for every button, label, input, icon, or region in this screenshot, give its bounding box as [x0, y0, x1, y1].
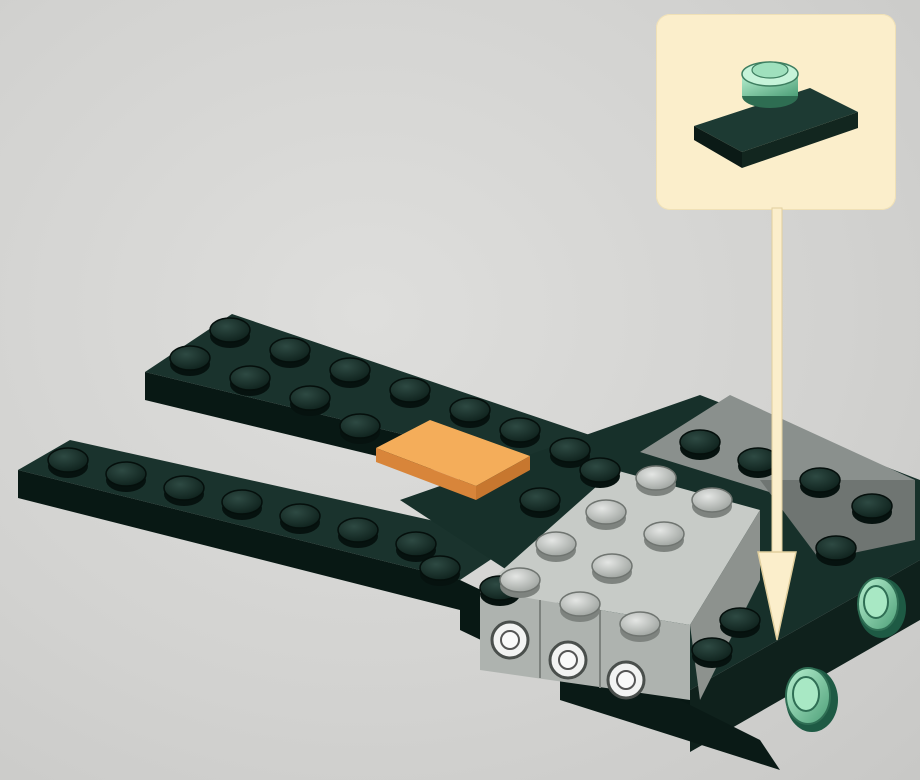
mint-side-stud — [858, 578, 906, 638]
light-stud — [620, 612, 660, 642]
dark-stud — [500, 418, 540, 448]
dark-stud — [680, 430, 720, 460]
dark-stud — [580, 458, 620, 488]
technic-hole — [608, 662, 644, 698]
dark-stud — [720, 608, 760, 638]
dark-stud — [450, 398, 490, 428]
dark-stud — [340, 414, 380, 444]
mint-side-stud — [786, 668, 838, 732]
light-stud — [536, 532, 576, 562]
dark-stud — [420, 556, 460, 586]
dark-stud — [390, 378, 430, 408]
dark-stud — [270, 338, 310, 368]
dark-stud — [210, 318, 250, 348]
dark-stud — [48, 448, 88, 478]
light-stud — [692, 488, 732, 518]
dark-stud — [290, 386, 330, 416]
dark-stud — [800, 468, 840, 498]
technic-hole — [550, 642, 586, 678]
dark-stud — [330, 358, 370, 388]
light-stud — [560, 592, 600, 622]
technic-hole — [492, 622, 528, 658]
dark-stud — [852, 494, 892, 524]
light-stud — [500, 568, 540, 598]
dark-stud — [816, 536, 856, 566]
dark-stud — [280, 504, 320, 534]
dark-stud — [164, 476, 204, 506]
light-stud — [644, 522, 684, 552]
callout-part-plate — [694, 62, 858, 168]
dark-stud — [230, 366, 270, 396]
dark-stud — [106, 462, 146, 492]
dark-stud — [520, 488, 560, 518]
light-stud — [592, 554, 632, 584]
light-stud — [636, 466, 676, 496]
dark-stud — [692, 638, 732, 668]
dark-stud — [222, 490, 262, 520]
dark-stud — [170, 346, 210, 376]
dark-stud — [338, 518, 378, 548]
light-stud — [586, 500, 626, 530]
